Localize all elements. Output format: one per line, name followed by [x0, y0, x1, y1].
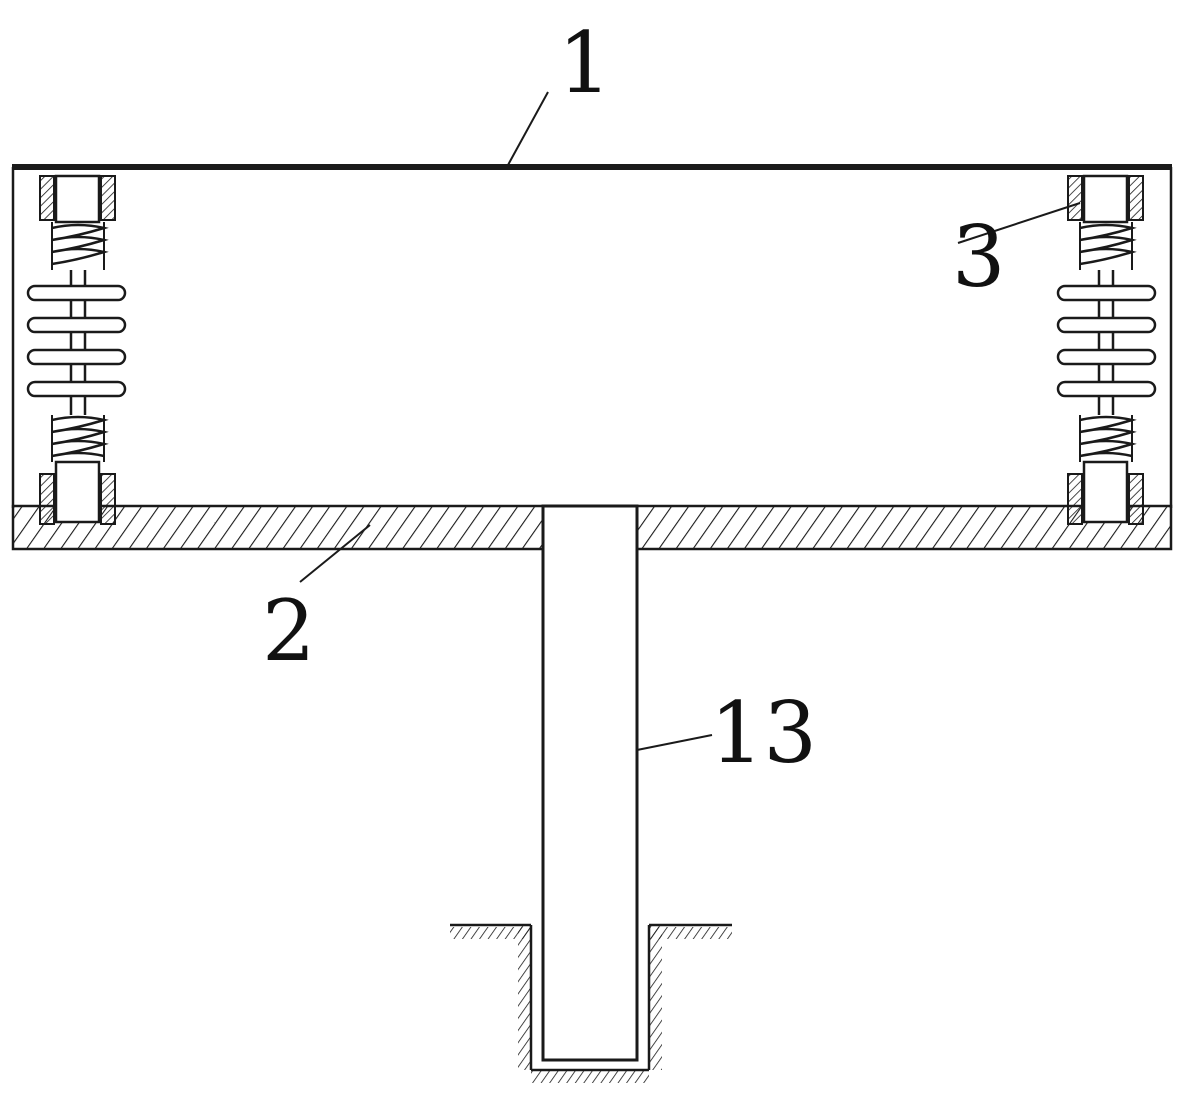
leader-lines	[299, 91, 1081, 751]
label-part-3: 3	[952, 208, 1005, 306]
label-part-13: 13	[710, 684, 817, 782]
support-post	[541, 504, 639, 1062]
shock-absorber-right	[1056, 174, 1157, 525]
ground-foundation	[450, 923, 732, 1083]
label-part-2: 2	[262, 582, 315, 680]
shock-absorber-left	[26, 174, 127, 525]
label-part-1: 1	[558, 14, 611, 112]
box-frame	[11, 164, 1173, 508]
